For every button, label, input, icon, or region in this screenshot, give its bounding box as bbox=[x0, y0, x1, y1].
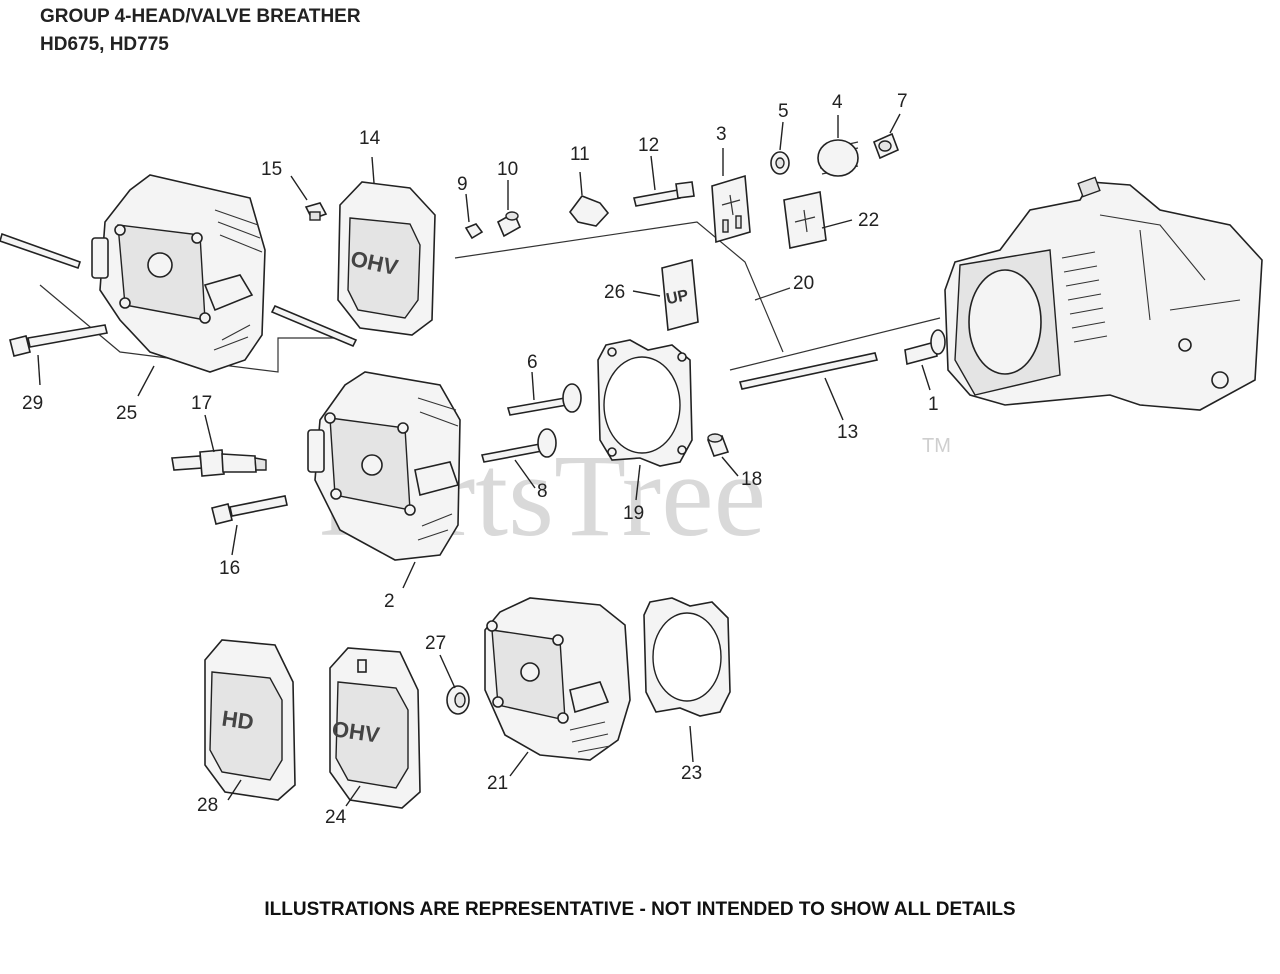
part-label-8[interactable]: 8 bbox=[537, 481, 548, 502]
footer-disclaimer: ILLUSTRATIONS ARE REPRESENTATIVE - NOT I… bbox=[264, 899, 1016, 920]
part-label-10[interactable]: 10 bbox=[497, 159, 518, 180]
part-label-26[interactable]: 26 bbox=[604, 282, 625, 303]
bolt-15[interactable] bbox=[304, 202, 328, 221]
head-gasket-23[interactable] bbox=[643, 597, 731, 717]
part-label-7[interactable]: 7 bbox=[897, 91, 908, 112]
part-label-25[interactable]: 25 bbox=[116, 403, 137, 424]
part-label-12[interactable]: 12 bbox=[638, 135, 659, 156]
diagram-subtitle: HD675, HD775 bbox=[40, 34, 169, 55]
cylinder-head-2[interactable] bbox=[307, 371, 461, 561]
tappet-1[interactable] bbox=[904, 329, 946, 366]
valve-cover-28[interactable]: HD bbox=[204, 639, 296, 801]
part-label-4[interactable]: 4 bbox=[832, 92, 843, 113]
cylinder-head-25[interactable] bbox=[91, 174, 266, 373]
stud-bolt-right[interactable] bbox=[270, 304, 358, 348]
diagram-title: GROUP 4-HEAD/VALVE BREATHER bbox=[40, 6, 361, 27]
part-label-2[interactable]: 2 bbox=[384, 591, 395, 612]
head-gasket-19[interactable] bbox=[597, 339, 693, 467]
part-label-18[interactable]: 18 bbox=[741, 469, 762, 490]
part-label-5[interactable]: 5 bbox=[778, 101, 789, 122]
pushrod-13[interactable] bbox=[738, 352, 879, 390]
part-label-1[interactable]: 1 bbox=[928, 394, 939, 415]
stud-bolt-left[interactable] bbox=[0, 232, 82, 270]
part-number-labels: 1 2 3 4 5 6 7 8 9 10 11 12 13 14 15 16 1… bbox=[22, 91, 939, 828]
valve-6[interactable] bbox=[506, 383, 582, 416]
watermark-tm: TM bbox=[922, 435, 951, 457]
part-label-28[interactable]: 28 bbox=[197, 795, 218, 816]
valve-cover-28-emboss: HD bbox=[220, 706, 255, 735]
part-label-19[interactable]: 19 bbox=[623, 503, 644, 524]
part-label-3[interactable]: 3 bbox=[716, 124, 727, 145]
guide-plate-3[interactable] bbox=[711, 174, 751, 244]
seal-27[interactable] bbox=[446, 685, 470, 715]
part-label-6[interactable]: 6 bbox=[527, 352, 538, 373]
bolt-16[interactable] bbox=[211, 495, 288, 525]
valve-8[interactable] bbox=[480, 428, 557, 463]
part-label-27[interactable]: 27 bbox=[425, 633, 446, 654]
valve-seal-7[interactable] bbox=[872, 132, 900, 160]
part-label-24[interactable]: 24 bbox=[325, 807, 347, 828]
pivot-10[interactable] bbox=[496, 211, 522, 238]
part-label-23[interactable]: 23 bbox=[681, 763, 702, 784]
gasket-26[interactable]: UP bbox=[661, 258, 699, 332]
head-bolt-29[interactable] bbox=[9, 324, 108, 357]
part-label-20[interactable]: 20 bbox=[793, 273, 814, 294]
nut-9[interactable] bbox=[464, 223, 484, 240]
engine-block bbox=[944, 176, 1263, 411]
retainer-5[interactable] bbox=[770, 151, 790, 175]
part-label-29[interactable]: 29 bbox=[22, 393, 43, 414]
stud-12[interactable] bbox=[633, 181, 695, 207]
cylinder-head-21[interactable] bbox=[484, 597, 631, 761]
part-label-9[interactable]: 9 bbox=[457, 174, 468, 195]
valve-cover-24[interactable]: OHV bbox=[329, 647, 421, 809]
part-label-13[interactable]: 13 bbox=[837, 422, 858, 443]
part-label-14[interactable]: 14 bbox=[359, 128, 381, 149]
leader-lines bbox=[37, 113, 931, 807]
part-label-21[interactable]: 21 bbox=[487, 773, 508, 794]
valve-spring-4[interactable] bbox=[817, 139, 859, 177]
dowel-18[interactable] bbox=[706, 433, 730, 457]
spark-plug-17[interactable] bbox=[171, 449, 267, 477]
rocker-arm-11[interactable] bbox=[568, 195, 610, 227]
part-label-22[interactable]: 22 bbox=[858, 210, 879, 231]
gasket-26-emboss: UP bbox=[665, 287, 691, 308]
guide-plate-22[interactable] bbox=[783, 191, 827, 249]
part-label-15[interactable]: 15 bbox=[261, 159, 282, 180]
valve-cover-14[interactable]: OHV bbox=[337, 181, 436, 336]
part-label-17[interactable]: 17 bbox=[191, 393, 212, 414]
part-label-11[interactable]: 11 bbox=[570, 144, 590, 165]
part-label-16[interactable]: 16 bbox=[219, 558, 240, 579]
